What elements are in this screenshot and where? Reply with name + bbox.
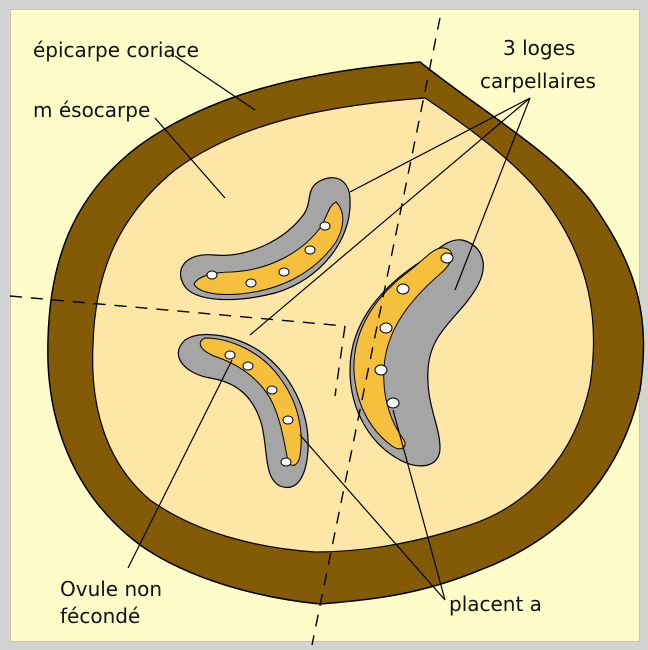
ovule bbox=[281, 458, 291, 466]
ovule bbox=[267, 386, 277, 394]
ovule bbox=[397, 284, 409, 294]
label-mesocarp: m ésocarpe bbox=[33, 98, 150, 122]
ovule bbox=[243, 362, 253, 370]
label-placenta: placent a bbox=[449, 592, 542, 616]
leader-epicarp bbox=[175, 56, 255, 110]
label-ovule-line2: fécondé bbox=[60, 604, 140, 628]
label-loges-line2: carpellaires bbox=[480, 69, 596, 93]
ovule bbox=[305, 246, 315, 254]
label-ovule-line1: Ovule non bbox=[60, 577, 162, 601]
ovule bbox=[283, 416, 293, 424]
ovule bbox=[207, 271, 217, 279]
ovule bbox=[375, 365, 387, 375]
ovule bbox=[225, 351, 235, 359]
ovule bbox=[441, 253, 453, 263]
ovule bbox=[279, 268, 289, 276]
ovule bbox=[387, 398, 399, 408]
ovule bbox=[246, 279, 256, 287]
ovule bbox=[320, 222, 330, 230]
label-loges-line1: 3 loges bbox=[503, 36, 575, 60]
ovule bbox=[380, 323, 392, 333]
label-epicarp: épicarpe coriace bbox=[33, 38, 199, 62]
